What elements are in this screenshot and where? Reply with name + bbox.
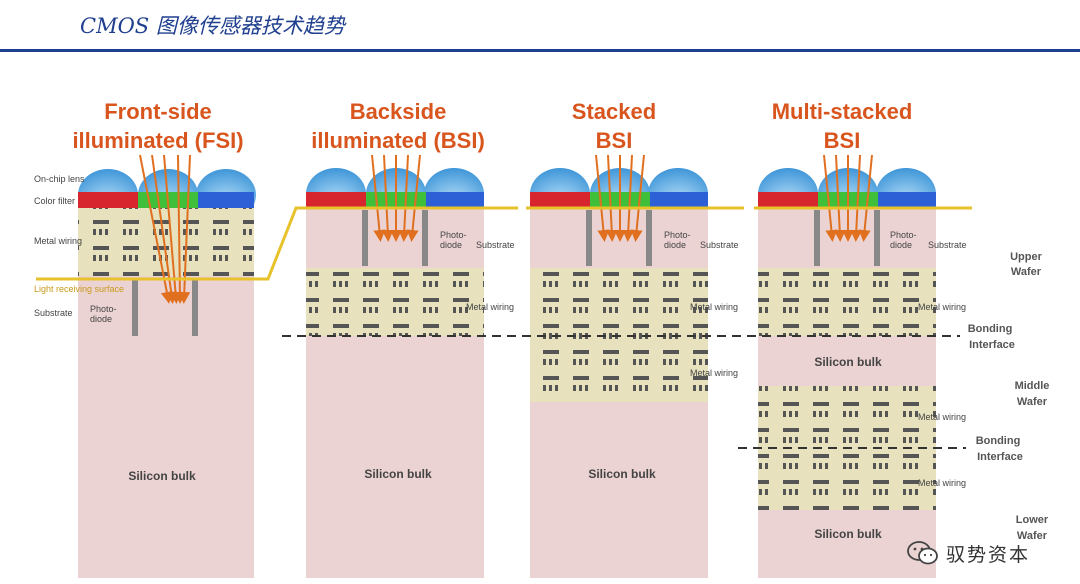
- label-metal-wiring-bsi: Metal wiring: [466, 302, 514, 312]
- side-middle-wafer-2: Wafer: [1017, 396, 1048, 408]
- label-metal-wiring-multi-1: Metal wiring: [918, 302, 966, 312]
- silicon-bulk-multi-1: Silicon bulk: [814, 355, 882, 369]
- multi-title-1: Multi-stacked: [772, 99, 913, 124]
- label-photodiode-multi-2: diode: [890, 240, 912, 250]
- silicon-bulk-fsi: Silicon bulk: [128, 469, 196, 483]
- stacked-title-1: Stacked: [572, 99, 656, 124]
- label-on-chip-lens: On-chip lens: [34, 174, 85, 184]
- label-substrate-multi: Substrate: [928, 240, 967, 250]
- label-photodiode-stacked-2: diode: [664, 240, 686, 250]
- page-title: CMOS 图像传感器技术趋势: [80, 14, 345, 38]
- label-metal-wiring-stacked-2: Metal wiring: [690, 368, 738, 378]
- header-divider: [0, 49, 1080, 52]
- label-metal-wiring-stacked-1: Metal wiring: [690, 302, 738, 312]
- side-lower-wafer-1: Lower: [1016, 514, 1049, 526]
- fsi-title-1: Front-side: [104, 99, 212, 124]
- label-substrate-stacked: Substrate: [700, 240, 739, 250]
- watermark: 驭势资本: [906, 538, 1030, 568]
- side-bonding-2a: Bonding: [976, 435, 1021, 447]
- side-lower-wafer-2: Wafer: [1017, 530, 1048, 542]
- side-bonding-1b: Interface: [969, 339, 1015, 351]
- fsi-title-2: illuminated (FSI): [72, 128, 243, 153]
- label-metal-wiring-multi-3: Metal wiring: [918, 478, 966, 488]
- bsi-stack: [306, 154, 484, 578]
- label-light-receiving-surface: Light receiving surface: [34, 284, 124, 294]
- label-substrate-fsi: Substrate: [34, 308, 73, 318]
- side-bonding-1a: Bonding: [968, 323, 1013, 335]
- cmos-sensor-diagram: Front-side illuminated (FSI) Backside il…: [0, 60, 1080, 579]
- label-photodiode-fsi-2: diode: [90, 314, 112, 324]
- multi-title-2: BSI: [824, 128, 861, 153]
- label-substrate-bsi: Substrate: [476, 240, 515, 250]
- label-photodiode-multi-1: Photo-: [890, 230, 917, 240]
- side-upper-wafer-2: Wafer: [1011, 266, 1042, 278]
- side-bonding-2b: Interface: [977, 451, 1023, 463]
- stacked-title-2: BSI: [596, 128, 633, 153]
- stacked-bsi-stack: [530, 154, 708, 578]
- label-photodiode-bsi-2: diode: [440, 240, 462, 250]
- silicon-bulk-bsi: Silicon bulk: [364, 467, 432, 481]
- side-upper-wafer-1: Upper: [1010, 251, 1043, 263]
- bsi-title-2: illuminated (BSI): [311, 128, 485, 153]
- page-header: CMOS 图像传感器技术趋势: [0, 0, 1080, 52]
- wechat-icon: [907, 541, 938, 565]
- silicon-bulk-multi-2: Silicon bulk: [814, 527, 882, 541]
- bsi-title-1: Backside: [350, 99, 447, 124]
- side-middle-wafer-1: Middle: [1015, 380, 1050, 392]
- fsi-stack: [78, 154, 256, 578]
- label-photodiode-stacked-1: Photo-: [664, 230, 691, 240]
- silicon-bulk-stacked: Silicon bulk: [588, 467, 656, 481]
- label-photodiode-bsi-1: Photo-: [440, 230, 467, 240]
- label-metal-wiring-fsi: Metal wiring: [34, 236, 82, 246]
- label-metal-wiring-multi-2: Metal wiring: [918, 412, 966, 422]
- label-color-filter: Color filter: [34, 196, 75, 206]
- label-photodiode-fsi-1: Photo-: [90, 304, 117, 314]
- light-receiving-line-1: [36, 206, 518, 281]
- watermark-text: 驭势资本: [946, 543, 1031, 566]
